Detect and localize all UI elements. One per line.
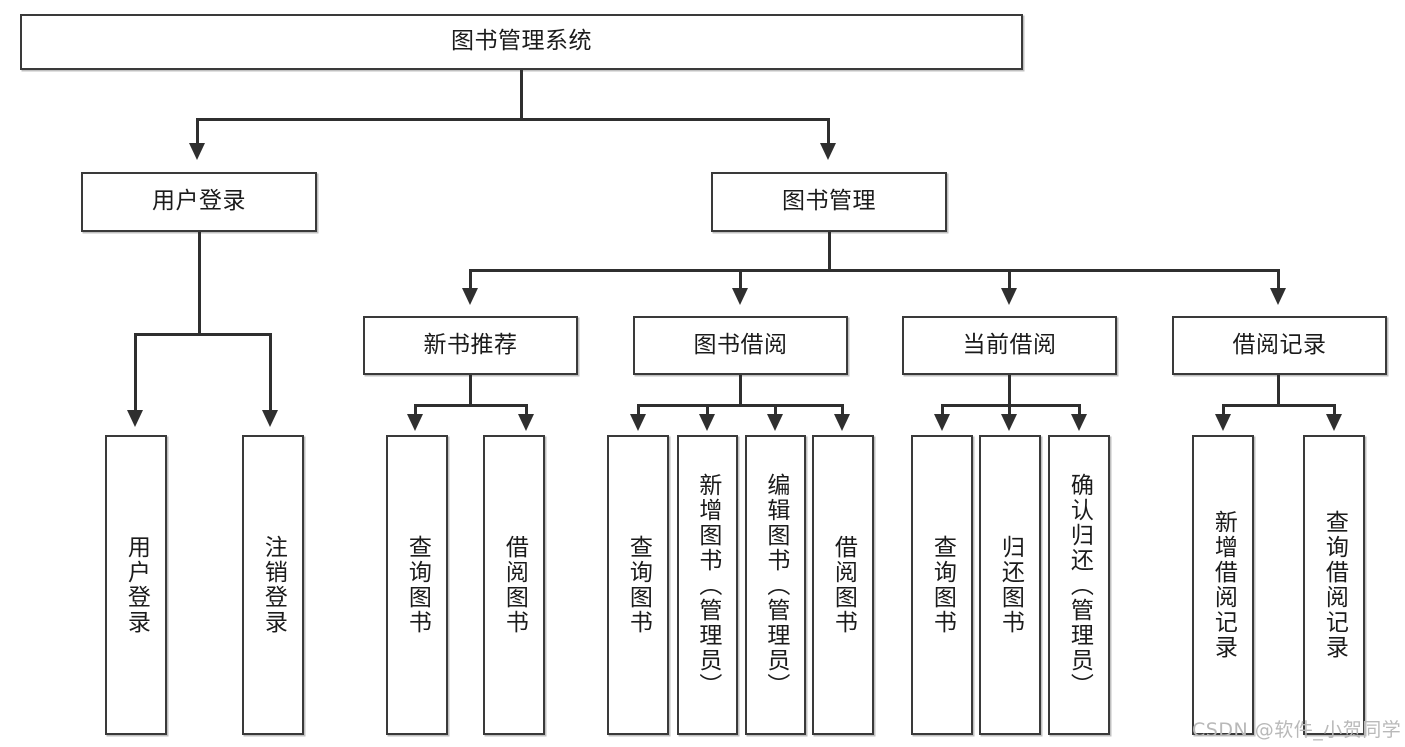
edge-new-book-stem [469,375,472,406]
node-book-manage[interactable]: 图书管理 [711,172,947,232]
node-book-borrow[interactable]: 图书借阅 [633,316,848,375]
node-label: 用户登录 [152,188,246,215]
arrow-book-borrow-to-leaf-2 [699,414,715,431]
leaf-logout-login[interactable]: 注销登录 [242,435,304,735]
node-label: 新增借阅记录 [1210,510,1237,660]
node-label: 借阅记录 [1232,331,1327,358]
arrow-new-book-to-leaf-2 [518,414,534,431]
leaf-query-book-2[interactable]: 查询图书 [607,435,669,735]
node-label: 编辑图书（管理员） [762,472,789,698]
node-label: 图书管理 [782,188,876,215]
arrow-root-to-book-manage [820,143,836,160]
leaf-borrow-book-1[interactable]: 借阅图书 [483,435,545,735]
arrow-user-login-to-leaf-2 [262,410,278,427]
arrow-book-manage-to-current-borrow [1001,288,1017,305]
edge-book-borrow-to-leaf-1 [637,404,640,416]
edge-new-book-to-leaf-1 [414,404,417,416]
edge-book-manage-to-borrow-record [1277,269,1280,291]
edge-user-login-stem [198,232,201,336]
leaf-borrow-book-2[interactable]: 借阅图书 [812,435,874,735]
arrow-borrow-record-to-leaf-1 [1215,414,1231,431]
node-label: 新书推荐 [423,331,518,358]
node-label: 查询图书 [929,535,956,635]
edge-borrow-record-to-leaf-2 [1333,404,1336,416]
watermark-text: CSDN @软件_小贺同学 [1192,719,1402,741]
leaf-edit-book[interactable]: 编辑图书（管理员） [745,435,806,735]
leaf-query-book-3[interactable]: 查询图书 [911,435,973,735]
leaf-query-book-1[interactable]: 查询图书 [386,435,448,735]
edge-book-manage-to-book-borrow [739,269,742,291]
edge-new-book-bar [414,404,528,407]
edge-borrow-record-stem [1277,375,1280,406]
node-label: 借阅图书 [830,535,857,635]
arrow-user-login-to-leaf-1 [127,410,143,427]
arrow-new-book-to-leaf-1 [407,414,423,431]
edge-book-manage-to-new-book [469,269,472,291]
node-label: 用户登录 [123,535,150,635]
leaf-user-login[interactable]: 用户登录 [105,435,167,735]
arrow-root-to-user-login [189,143,205,160]
leaf-confirm-return[interactable]: 确认归还（管理员） [1048,435,1110,735]
edge-current-borrow-to-leaf-3 [1078,404,1081,416]
edge-user-login-bar [134,333,272,336]
edge-user-login-to-leaf-2 [269,333,272,413]
node-current-borrow[interactable]: 当前借阅 [902,316,1117,375]
edge-book-borrow-stem [739,375,742,406]
node-label: 新增图书（管理员） [694,472,721,698]
edge-new-book-to-leaf-2 [525,404,528,416]
arrow-book-borrow-to-leaf-3 [767,414,783,431]
node-label: 当前借阅 [962,331,1057,358]
arrow-borrow-record-to-leaf-2 [1326,414,1342,431]
edge-borrow-record-to-leaf-1 [1222,404,1225,416]
node-label: 查询图书 [404,535,431,635]
edge-current-borrow-to-leaf-1 [941,404,944,416]
edge-root-to-user-login [196,118,199,146]
edge-root-bar [196,118,830,121]
edge-book-manage-bar [469,269,1280,272]
arrow-book-manage-to-new-book [462,288,478,305]
node-new-book-recommend[interactable]: 新书推荐 [363,316,578,375]
leaf-add-record[interactable]: 新增借阅记录 [1192,435,1254,735]
node-root-system[interactable]: 图书管理系统 [20,14,1023,70]
node-label: 借阅图书 [501,535,528,635]
edge-book-borrow-to-leaf-4 [841,404,844,416]
node-label: 注销登录 [260,535,287,635]
node-label: 图书管理系统 [451,28,592,55]
edge-book-borrow-to-leaf-3 [774,404,777,416]
leaf-add-book[interactable]: 新增图书（管理员） [677,435,738,735]
node-label: 查询借阅记录 [1321,510,1348,660]
leaf-return-book[interactable]: 归还图书 [979,435,1041,735]
edge-book-borrow-to-leaf-2 [706,404,709,416]
edge-current-borrow-to-leaf-2 [1008,404,1011,416]
edge-root-to-book-manage [827,118,830,146]
leaf-query-record[interactable]: 查询借阅记录 [1303,435,1365,735]
arrow-current-borrow-to-leaf-2 [1001,414,1017,431]
node-user-login[interactable]: 用户登录 [81,172,317,232]
arrow-current-borrow-to-leaf-3 [1071,414,1087,431]
arrow-book-borrow-to-leaf-1 [630,414,646,431]
arrow-book-manage-to-book-borrow [732,288,748,305]
edge-user-login-to-leaf-1 [134,333,137,413]
node-label: 查询图书 [625,535,652,635]
edge-root-stem [520,70,523,120]
arrow-book-manage-to-borrow-record [1270,288,1286,305]
node-label: 确认归还（管理员） [1066,472,1093,698]
arrow-current-borrow-to-leaf-1 [934,414,950,431]
edge-book-manage-to-current-borrow [1008,269,1011,291]
edge-book-manage-stem [828,232,831,272]
edge-book-borrow-bar [637,404,844,407]
edge-current-borrow-bar [941,404,1081,407]
node-label: 图书借阅 [693,331,788,358]
arrow-book-borrow-to-leaf-4 [834,414,850,431]
node-borrow-record[interactable]: 借阅记录 [1172,316,1387,375]
edge-current-borrow-stem [1008,375,1011,406]
edge-borrow-record-bar [1222,404,1336,407]
node-label: 归还图书 [997,535,1024,635]
